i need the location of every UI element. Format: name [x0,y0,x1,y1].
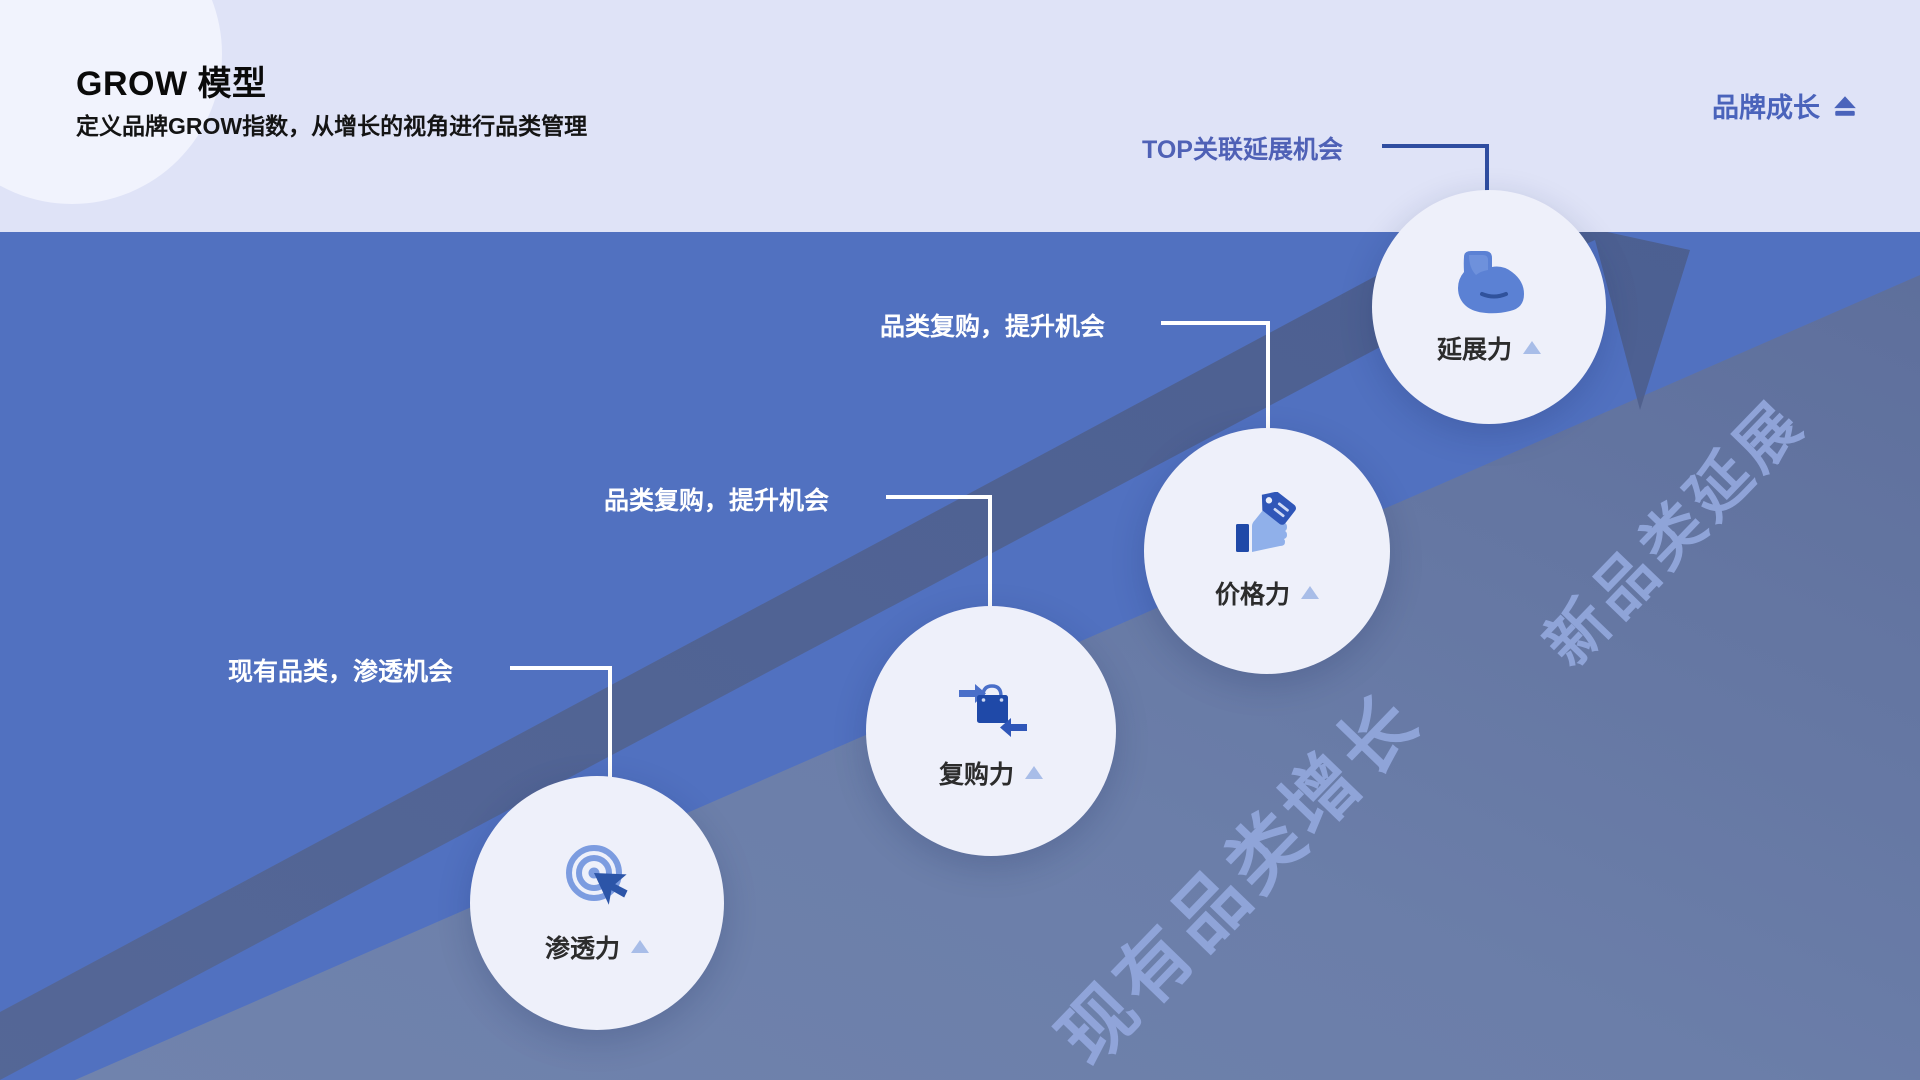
annotation-label-4: TOP关联延展机会 [1142,136,1343,164]
node-label: 渗透力 [544,934,620,963]
level-up-arrow-icon [1832,93,1858,119]
thumbs-up-price-tag-icon [1230,491,1304,565]
page-subtitle: 定义品牌GROW指数，从增长的视角进行品类管理 [76,113,588,139]
brand-growth-badge: 品牌成长 [1712,86,1858,125]
node-label: 延展力 [1436,335,1512,364]
node-repurchase[interactable]: 复购力 [866,606,1116,856]
node-price-power[interactable]: 价格力 [1144,428,1390,674]
shopping-bag-repeat-icon [953,672,1029,745]
up-triangle-icon [1025,766,1043,779]
node-label: 复购力 [938,760,1014,789]
flexed-biceps-icon [1452,249,1526,320]
up-triangle-icon [631,940,649,953]
annotation-label-3: 品类复购，提升机会 [880,313,1106,341]
brand-growth-label: 品牌成长 [1712,93,1820,123]
node-label: 价格力 [1214,580,1290,609]
target-cursor-icon [561,842,633,919]
up-triangle-icon [1301,586,1319,599]
annotation-label-1: 现有品类，渗透机会 [228,658,454,686]
slide-header: GROW 模型 定义品牌GROW指数，从增长的视角进行品类管理 品牌成长 [0,0,1920,232]
connector-line-1 [510,666,612,790]
up-triangle-icon [1523,341,1541,354]
node-extension-power[interactable]: 延展力 [1372,190,1606,424]
node-penetration[interactable]: 渗透力 [470,776,724,1030]
page-title: GROW 模型 [76,65,267,103]
annotation-label-2: 品类复购，提升机会 [604,487,830,515]
connector-line-3 [1161,321,1270,440]
connector-line-2 [886,495,992,620]
